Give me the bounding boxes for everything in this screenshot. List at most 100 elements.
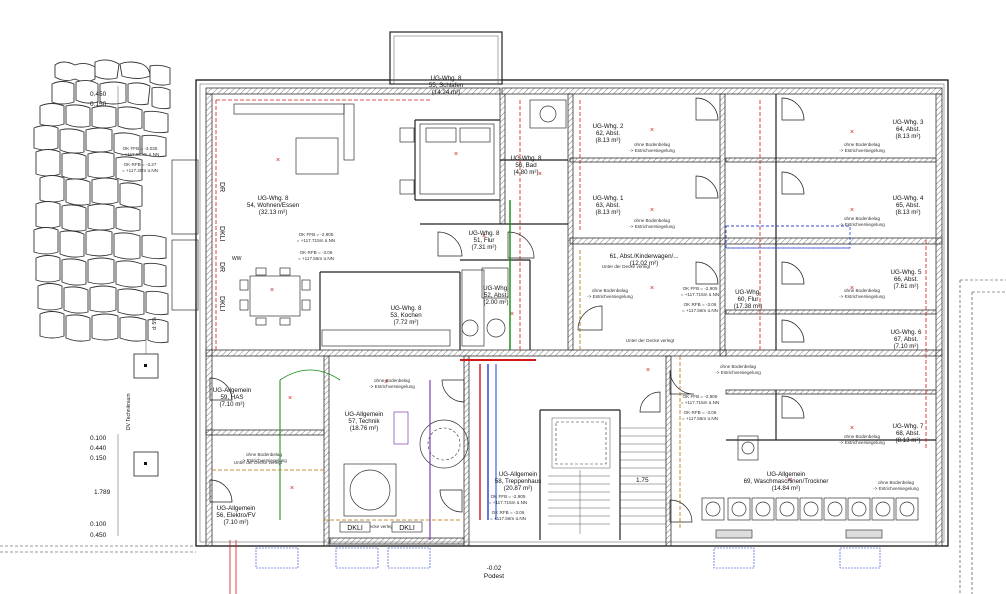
note-ohne-5: ohne Bodenbelag	[592, 288, 628, 293]
outer-walls	[195, 31, 949, 547]
room-area-wasch: (14.84 m²)	[772, 485, 801, 492]
room-name-abst63: 63, Abst.	[596, 202, 620, 209]
note-rfb-5b: = +117.35m ü.NN	[122, 168, 158, 173]
note-ffb-3: OK FFB = -2.905	[683, 394, 718, 399]
room-name-elektro: 56, Elektro/FV	[216, 512, 256, 519]
room-area-flur60: (17.38 m²)	[734, 303, 763, 310]
room-name-bad: 56, Bad	[515, 162, 537, 169]
svg-text:×: ×	[510, 311, 514, 318]
svg-text:×: ×	[482, 233, 486, 240]
svg-text:×: ×	[538, 171, 542, 178]
room-area-treppe: (20.87 m²)	[504, 485, 533, 492]
room-title-has: UG-Allgemein	[213, 387, 252, 394]
room-area-technik: (18.76 m²)	[350, 425, 379, 432]
room-name-abst68: 68, Abst.	[896, 430, 920, 437]
note-rfb-3b: = +117.56m ü.NN	[682, 416, 718, 421]
room-name-flur60: 60, Flur	[738, 296, 759, 303]
dv-label: DV Technikraum	[126, 393, 132, 430]
note-ohne-8: ohne Bodenbelag	[720, 364, 756, 369]
note-estrich-11: -> Estrichversiegelung	[873, 486, 919, 491]
room-area-wohnen: (32.13 m²)	[259, 209, 288, 216]
svg-text:×: ×	[384, 379, 388, 386]
svg-text:×: ×	[850, 285, 854, 292]
note-decke-1: Unter der Decke verlegt	[602, 264, 651, 269]
svg-text:×: ×	[288, 395, 292, 402]
room-name-wasch: 69, Waschmaschinen/Trockner	[744, 478, 829, 485]
dr-vertical-2: DR	[218, 262, 225, 272]
dim-5: 0.150	[90, 455, 107, 462]
note-rfb-3: OK RFB = -3.06	[684, 410, 717, 415]
hatched-walls	[205, 87, 943, 547]
svg-text:×: ×	[650, 207, 654, 214]
room-title-abst62: UG-Whg. 2	[593, 123, 625, 130]
bottom-tags	[255, 529, 883, 569]
room-name-technik: 57, Technik	[348, 418, 380, 425]
svg-text:×: ×	[454, 151, 458, 158]
dr-vertical-1: DR	[218, 182, 225, 192]
room-title-technik: UG-Allgemein	[345, 411, 384, 418]
note-rfb-1b: = +117.56m ü.NN	[298, 256, 334, 261]
natural-stone-wall	[33, 59, 171, 344]
note-podest-value: -0.02	[487, 565, 502, 572]
note-estrich-8: -> Estrichversiegelung	[715, 370, 761, 375]
room-name-abst52: 52, Abst.	[484, 292, 508, 299]
dim-1: 0.450	[90, 91, 107, 98]
note-estrich-10: -> Estrichversiegelung	[369, 384, 415, 389]
note-ffb-5: OK FFB = -3.035	[123, 146, 158, 151]
svg-text:×: ×	[788, 477, 792, 484]
note-ffb-4: OK FFB = -2.905	[491, 494, 526, 499]
note-estrich-3: -> Estrichversiegelung	[839, 148, 885, 153]
room-area-schlafen: (14.24 m²)	[432, 89, 461, 96]
note-estrich-5: -> Estrichversiegelung	[587, 294, 633, 299]
note-estrich-6: -> Estrichversiegelung	[839, 294, 885, 299]
dim-7: 0.100	[90, 521, 107, 528]
svg-text:×: ×	[290, 485, 294, 492]
room-title-bad: UG-Whg. 8	[511, 155, 543, 162]
room-name-abst62: 62, Abst.	[596, 130, 620, 137]
room-name-abst61: 61, Abst./Kinderwagen/...	[610, 253, 679, 260]
note-ohne-10: ohne Bodenbelag	[374, 378, 410, 383]
room-name-kochen: 53, Kochen	[390, 312, 422, 319]
dim-8: 0.450	[90, 532, 107, 539]
room-title-treppe: UG-Allgemein	[499, 471, 538, 478]
dim-6: 1.789	[94, 489, 111, 496]
room-title-flur60: UG-Whg.	[735, 289, 761, 296]
note-ohne-6: ohne Bodenbelag	[844, 288, 880, 293]
svg-text:×: ×	[276, 157, 280, 164]
note-estrich-7: -> Estrichversiegelung	[839, 440, 885, 445]
room-area-bad: (4.80 m²)	[513, 169, 538, 176]
room-area-abst64: (8.13 m²)	[895, 133, 920, 140]
note-decke-3: Unter der Decke verlegt	[234, 460, 283, 465]
note-ohne-4: ohne Bodenbelag	[844, 216, 880, 221]
room-title-schlafen: UG-Whg. 8	[431, 75, 463, 82]
room-name-flur8: 51, Flur	[474, 237, 495, 244]
dim-3: 0.100	[90, 435, 107, 442]
room-title-wohnen: UG-Whg. 8	[258, 195, 290, 202]
room-title-wasch: UG-Allgemein	[767, 471, 806, 478]
gradient-label: d: 5%	[152, 317, 158, 330]
room-area-has: (7.10 m²)	[219, 401, 244, 408]
note-estrich-9: -> Estrichversiegelung	[241, 458, 287, 463]
room-name-treppe: 58, Treppenhaus	[495, 478, 541, 485]
svg-text:×: ×	[850, 425, 854, 432]
svg-text:×: ×	[650, 127, 654, 134]
note-decke-4: Unter der Decke verlegt	[346, 524, 395, 529]
svg-text:×: ×	[646, 367, 650, 374]
dim-2: 0.150	[90, 101, 107, 108]
left-dimensions: 0.450 0.150 0.100 0.440 0.150 1.789 0.10…	[0, 86, 1006, 594]
note-ohne-11: ohne Bodenbelag	[878, 480, 914, 485]
dklu-label-2: DKLI	[399, 525, 415, 532]
room-area-abst68: (8.13 m²)	[895, 437, 920, 444]
note-rfb-5: OK RFB = -3.27	[124, 162, 157, 167]
room-title-abst52: UG-Whg.	[483, 285, 509, 292]
note-decke-2: Unter der Decke verlegt	[626, 338, 675, 343]
svg-text:×: ×	[850, 129, 854, 136]
dim-9: 1.75	[636, 477, 649, 484]
svg-text:×: ×	[850, 207, 854, 214]
room-area-abst63: (8.13 m²)	[595, 209, 620, 216]
note-rfb-2: OK RFB = -3.06	[684, 302, 717, 307]
room-area-abst52: (2.00 m²)	[483, 299, 508, 306]
room-name-wohnen: 54, Wohnen/Essen	[247, 202, 300, 209]
doors	[209, 97, 805, 523]
